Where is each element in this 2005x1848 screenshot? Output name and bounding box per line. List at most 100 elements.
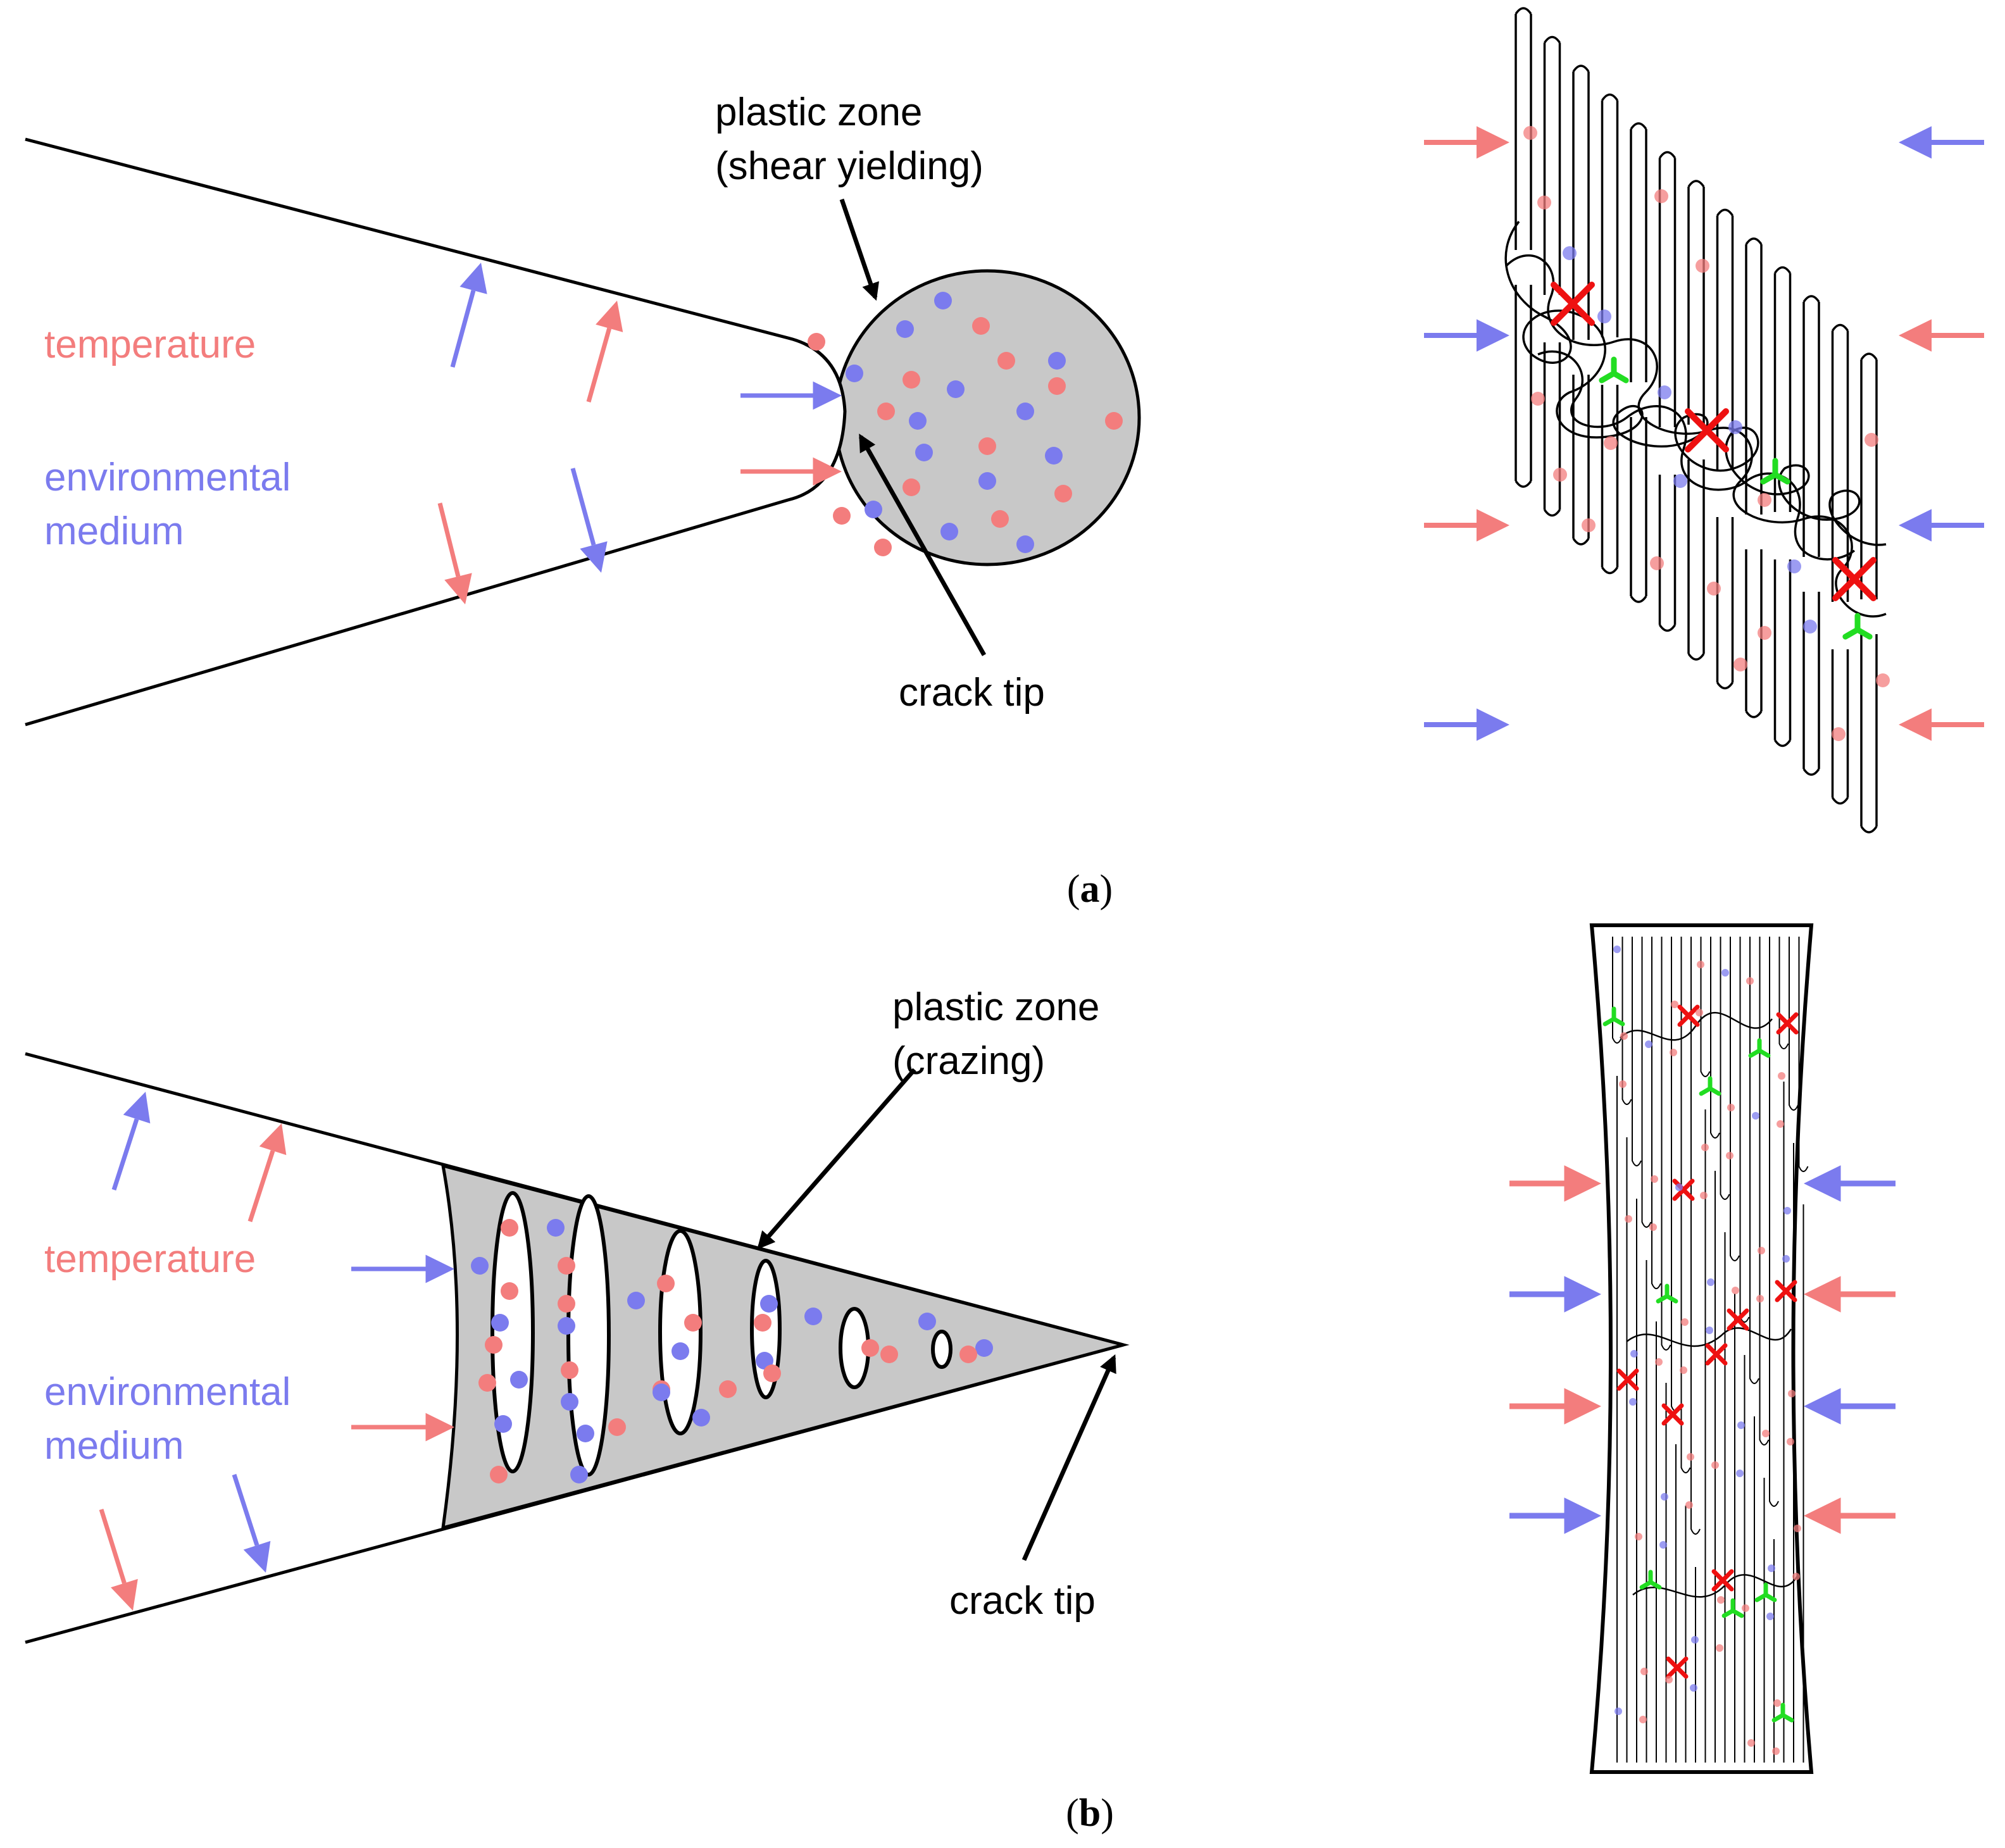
panel-a-side-arrows [1424, 126, 1984, 741]
zone-a-particles [808, 292, 1123, 556]
arrow-icon [437, 503, 472, 604]
arrow-head [1477, 708, 1509, 741]
particle-dot [978, 437, 996, 455]
particle-dot [547, 1219, 565, 1237]
green-tripod-icon [1602, 1006, 1625, 1027]
particle-dot [918, 1313, 936, 1330]
arrow-head [243, 1540, 271, 1573]
fibril [1661, 937, 1671, 1351]
fibril [1710, 937, 1720, 1139]
lamella [1802, 592, 1820, 776]
fibril [1730, 937, 1740, 1261]
particle-dot [978, 472, 996, 490]
arrow-head [1899, 319, 1932, 352]
fibril [1749, 937, 1759, 1384]
particle-dot [501, 1219, 518, 1237]
lamella [1543, 342, 1561, 517]
particle-dot [1613, 946, 1621, 953]
arrow-icon [1424, 509, 1509, 542]
arrow-icon [1804, 1165, 1896, 1202]
plastic-zone-pointer-b [757, 1068, 916, 1250]
particle-dot [1717, 1596, 1725, 1604]
particle-dot [991, 510, 1009, 528]
particle-dot [1016, 403, 1034, 420]
particle-dot [1553, 468, 1567, 482]
cross-stroke [1551, 282, 1595, 326]
particle-dot [763, 1364, 781, 1382]
particle-dot [1711, 1461, 1719, 1469]
particle-dot [1706, 1327, 1713, 1334]
cross-stroke [1832, 557, 1877, 601]
cross-stroke [1661, 1403, 1684, 1426]
craze-zone [440, 1163, 1130, 1530]
arrow-shaft [586, 327, 612, 403]
arrow-shaft [450, 289, 476, 368]
arrow-head [1564, 1276, 1601, 1313]
green-tripod-icon [1748, 1038, 1771, 1058]
particle-dot [947, 380, 965, 398]
particle-dot [1778, 1072, 1785, 1080]
temperature-label-b: temperature [44, 1237, 256, 1281]
particle-dot [1758, 1247, 1765, 1254]
particle-dot [671, 1342, 689, 1360]
scission-crosslink-marks-a [1551, 282, 1877, 640]
particle-dot [627, 1292, 645, 1309]
particle-dot [501, 1282, 518, 1300]
particle-dot [1758, 626, 1771, 640]
particle-dot [1696, 259, 1709, 273]
particle-dot [1604, 436, 1618, 450]
particle-dot [558, 1317, 575, 1335]
particle-dot [1756, 1295, 1764, 1302]
lamella [1687, 180, 1705, 425]
particle-dot [558, 1257, 575, 1275]
particle-dot [1523, 126, 1537, 140]
arrow-head [1564, 1388, 1601, 1425]
crack-tip-pointer-a [858, 434, 987, 656]
environment-label-b-1: environmental [44, 1370, 290, 1414]
particle-dot [1016, 535, 1034, 553]
particle-dot [719, 1380, 737, 1398]
red-cross-icon [1775, 1280, 1797, 1302]
particle-dot [1746, 977, 1754, 985]
lamellae-a-particles [1523, 126, 1890, 741]
particle-dot [1690, 1684, 1697, 1692]
zone-b-particles [471, 1219, 993, 1483]
arrow-icon [1899, 708, 1984, 741]
tripod-leg [1748, 1048, 1762, 1058]
particle-dot [1658, 385, 1671, 399]
tripod-leg [1754, 1592, 1768, 1602]
arrow-icon [351, 1254, 454, 1283]
arrow-icon [247, 1123, 287, 1223]
particle-dot [491, 1314, 509, 1332]
particle-dot [1651, 1175, 1658, 1183]
crack-tip-label-b: crack tip [949, 1579, 1096, 1623]
particle-dot [692, 1409, 710, 1427]
particle-dot [1691, 1636, 1699, 1644]
particle-dot [1650, 556, 1664, 570]
particle-dot [1563, 246, 1577, 260]
lamella [1831, 649, 1849, 805]
particle-dot [1732, 1287, 1739, 1294]
lamella [1716, 517, 1734, 690]
panel-b-side-arrows [1509, 1165, 1896, 1534]
arrow-shaft [247, 1150, 275, 1223]
particle-dot [1105, 412, 1123, 430]
crack-tip-label-a: crack tip [899, 671, 1045, 715]
particle-dot [1766, 1613, 1774, 1620]
arrow-head [580, 541, 608, 573]
cross-stroke [1677, 1004, 1700, 1027]
particle-dot [684, 1314, 702, 1332]
arrow-icon [570, 468, 608, 573]
fibril [1769, 937, 1779, 1507]
red-cross-icon [1551, 282, 1595, 326]
particle-dot [865, 501, 882, 518]
particle-dot [959, 1345, 977, 1363]
particle-dot [1620, 1032, 1628, 1040]
arrow-head [1804, 1276, 1841, 1313]
particle-dot [1537, 196, 1551, 209]
particle-dot [1773, 1699, 1781, 1707]
particle-dot [1654, 189, 1668, 203]
cross-stroke [1776, 1012, 1799, 1035]
particle-dot [485, 1336, 503, 1354]
arrow-shaft [570, 468, 596, 546]
